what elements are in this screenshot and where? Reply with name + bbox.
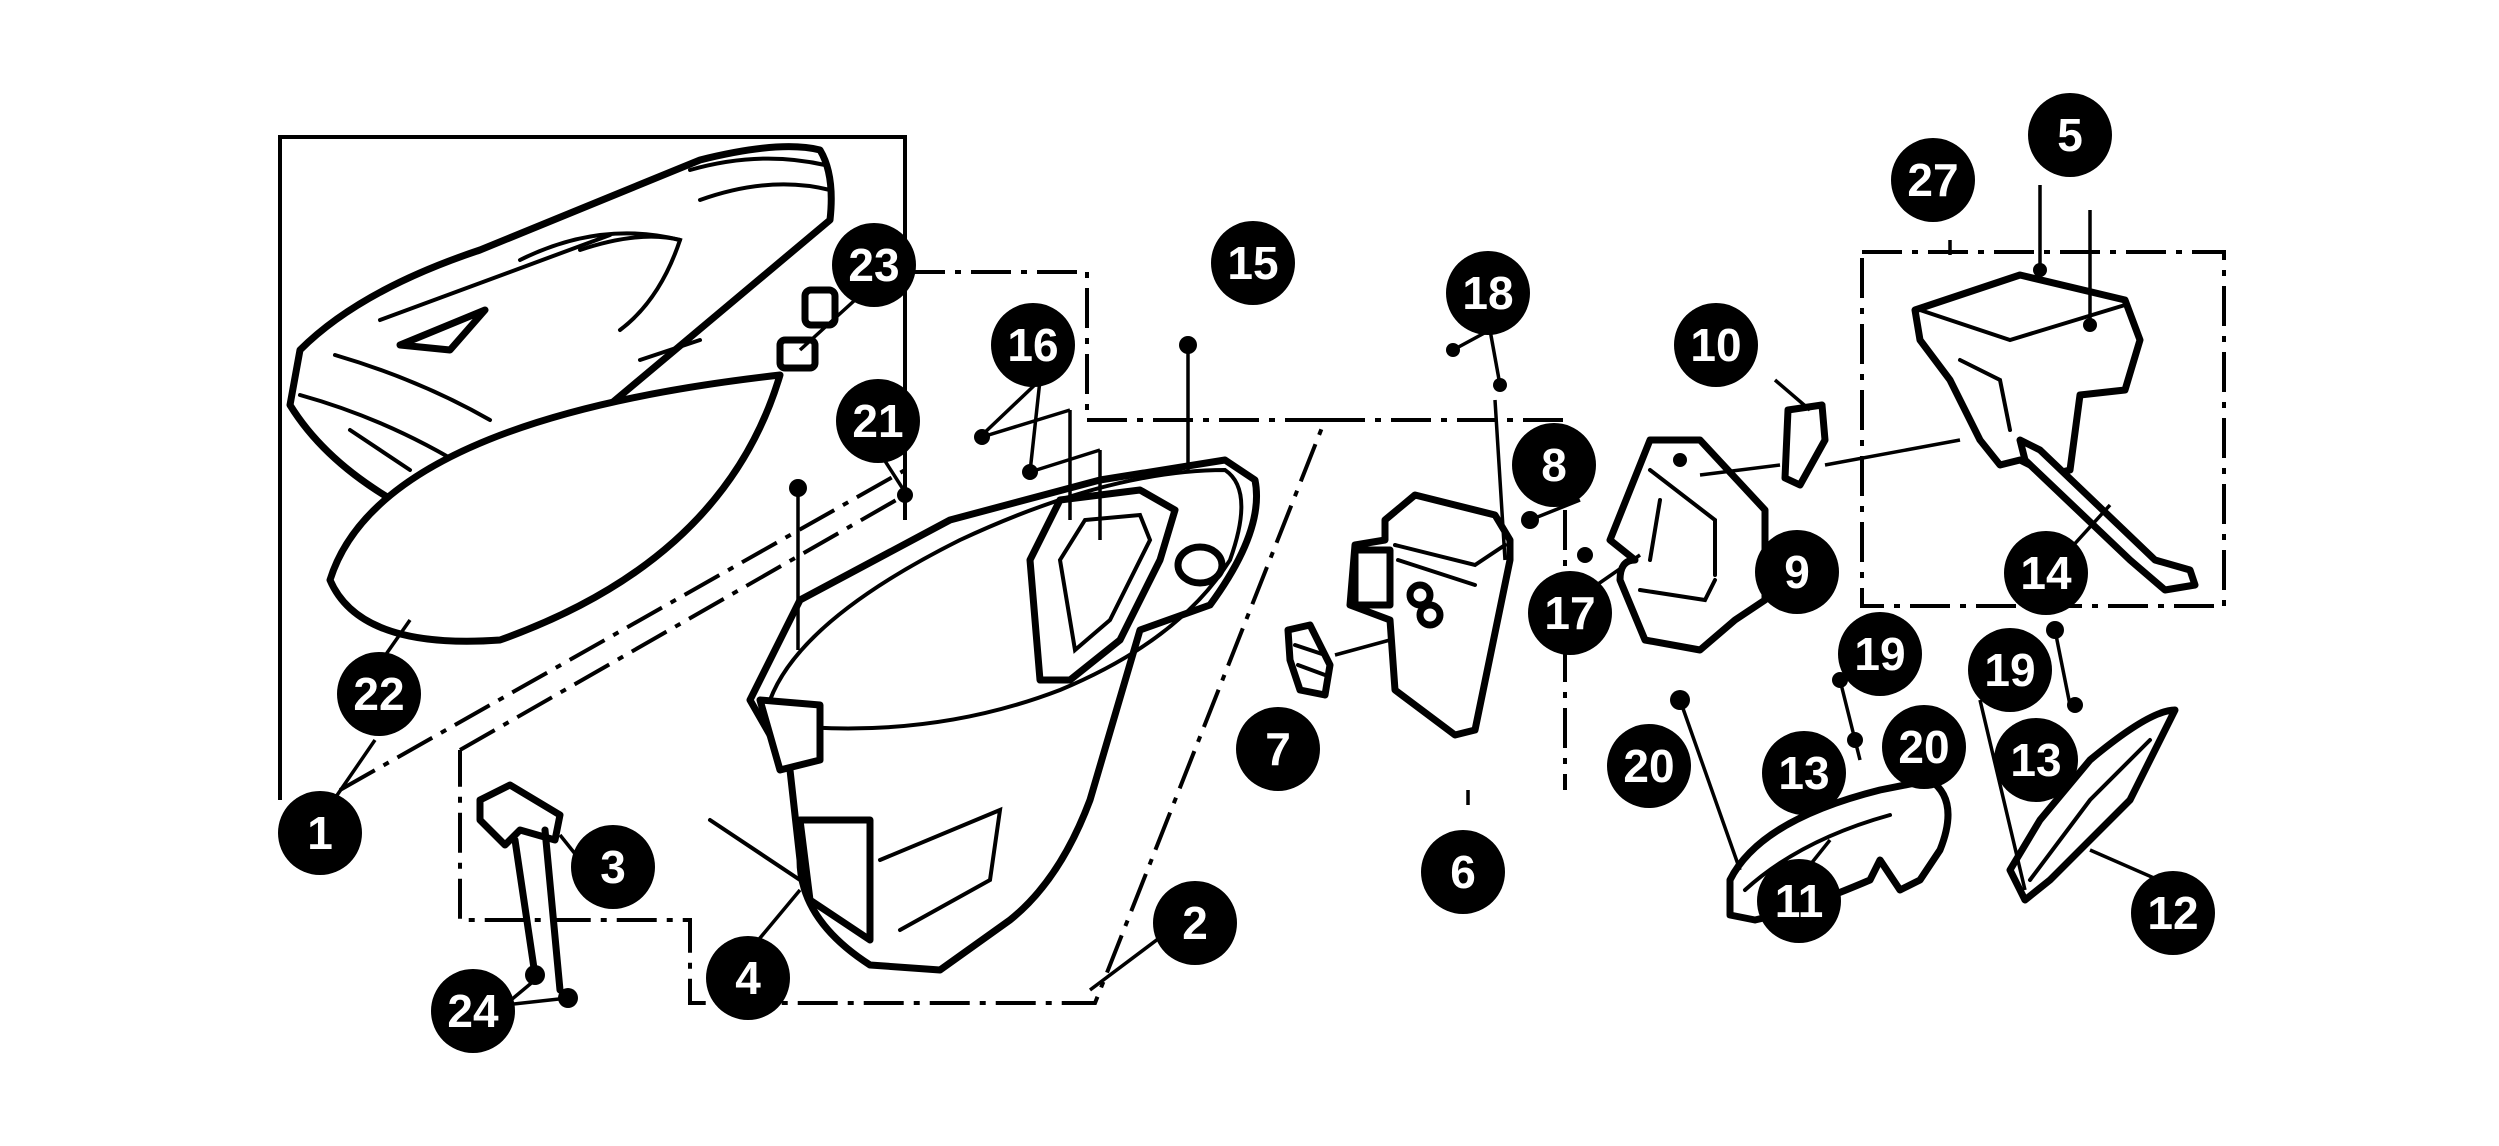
seat — [286, 143, 835, 520]
svg-text:17: 17 — [1544, 587, 1595, 639]
latch-bracket — [476, 781, 578, 1008]
callout-19b: 19 — [1968, 628, 2052, 712]
callout-2: 2 — [1153, 881, 1237, 965]
callouts: 1 2 3 4 5 6 7 8 9 10 11 12 13 13 14 15 1… — [278, 93, 2215, 1053]
svg-text:9: 9 — [1784, 546, 1810, 598]
svg-text:8: 8 — [1541, 439, 1567, 491]
svg-text:18: 18 — [1462, 267, 1513, 319]
svg-text:20: 20 — [1898, 721, 1949, 773]
callout-11: 11 — [1757, 859, 1841, 943]
rubber-cap — [1699, 401, 1829, 489]
svg-text:13: 13 — [1778, 747, 1829, 799]
svg-text:4: 4 — [735, 952, 761, 1004]
svg-text:27: 27 — [1907, 154, 1958, 206]
callout-20a: 20 — [1607, 724, 1691, 808]
svg-text:10: 10 — [1690, 319, 1741, 371]
svg-text:5: 5 — [2057, 109, 2083, 161]
svg-text:1: 1 — [307, 807, 333, 859]
callout-4: 4 — [706, 936, 790, 1020]
svg-text:6: 6 — [1450, 846, 1476, 898]
storage-tub — [708, 456, 1261, 974]
callout-1: 1 — [278, 791, 362, 875]
svg-text:21: 21 — [852, 395, 903, 447]
callout-19a: 19 — [1838, 612, 1922, 696]
side-cover-right — [2006, 706, 2179, 904]
callout-9: 9 — [1755, 530, 1839, 614]
svg-text:7: 7 — [1265, 723, 1291, 775]
svg-text:14: 14 — [2020, 547, 2072, 599]
callout-16: 16 — [991, 303, 1075, 387]
callout-22: 22 — [337, 652, 421, 736]
callout-24: 24 — [431, 969, 515, 1053]
callout-13b: 13 — [1994, 718, 2078, 802]
svg-text:2: 2 — [1182, 897, 1208, 949]
seat-base — [326, 371, 784, 645]
callout-27: 27 — [1891, 138, 1975, 222]
callout-12: 12 — [2131, 871, 2215, 955]
callout-14: 14 — [2004, 531, 2088, 615]
callout-8: 8 — [1512, 423, 1596, 507]
callout-18: 18 — [1446, 251, 1530, 335]
svg-text:19: 19 — [1984, 644, 2035, 696]
svg-text:13: 13 — [2010, 734, 2061, 786]
rear-bracket — [1824, 185, 2199, 594]
callout-20b: 20 — [1882, 705, 1966, 789]
svg-text:22: 22 — [353, 668, 404, 720]
svg-text:11: 11 — [1775, 875, 1824, 927]
callout-21: 21 — [836, 379, 920, 463]
callout-7: 7 — [1236, 707, 1320, 791]
svg-text:20: 20 — [1623, 740, 1674, 792]
callout-23: 23 — [832, 223, 916, 307]
callout-6: 6 — [1421, 830, 1505, 914]
callout-13a: 13 — [1762, 731, 1846, 815]
callout-17: 17 — [1528, 571, 1612, 655]
callout-15: 15 — [1211, 221, 1295, 305]
seat-hinge — [776, 286, 839, 372]
callout-3: 3 — [571, 825, 655, 909]
svg-text:12: 12 — [2147, 887, 2198, 939]
svg-text:24: 24 — [447, 985, 499, 1037]
svg-text:15: 15 — [1227, 237, 1278, 289]
battery-box — [1284, 399, 1514, 805]
svg-text:23: 23 — [848, 239, 899, 291]
svg-text:19: 19 — [1854, 628, 1905, 680]
callout-5: 5 — [2028, 93, 2112, 177]
fasteners — [789, 336, 2083, 891]
svg-text:3: 3 — [600, 841, 626, 893]
svg-text:16: 16 — [1007, 319, 1058, 371]
group-frames — [278, 135, 2226, 1005]
callout-10: 10 — [1674, 303, 1758, 387]
